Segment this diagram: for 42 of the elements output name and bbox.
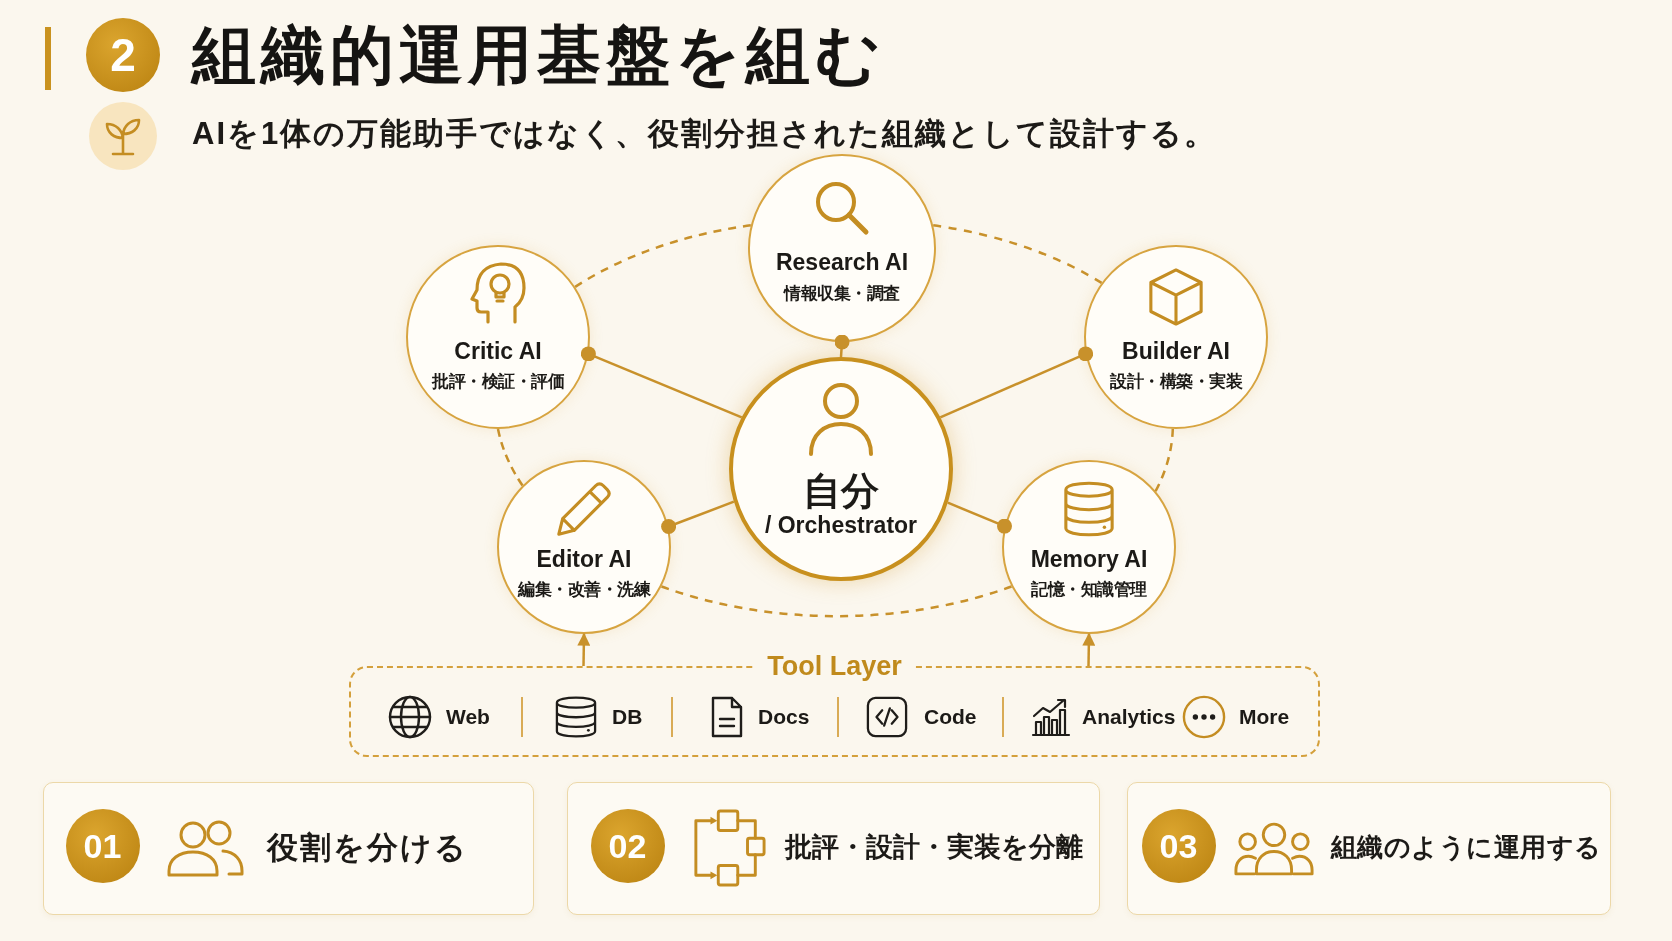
arrow <box>1082 632 1096 667</box>
number-badge: 2 <box>86 18 160 92</box>
tool-label: Web <box>446 704 490 730</box>
dashed-connector <box>574 224 751 288</box>
card-text: 役割を分ける <box>266 829 468 867</box>
number-badge: 03 <box>1141 808 1216 883</box>
role-title: Builder AI <box>1122 338 1230 366</box>
page-title: 組織的運用基盤を組む <box>192 17 886 93</box>
role-title: Critic AI <box>454 338 542 366</box>
connector-line <box>939 346 1094 419</box>
role-title: Editor AI <box>536 546 632 574</box>
subtitle: AIを1体の万能助手ではなく、役割分担された組織として設計する。 <box>192 115 1218 153</box>
arrow <box>577 632 591 667</box>
role-title: Research AI <box>775 249 909 277</box>
summary-card <box>43 782 534 915</box>
connector-line <box>834 334 850 358</box>
number-badge: 01 <box>65 808 140 883</box>
tool-label: Analytics <box>1082 704 1176 730</box>
role-subtitle: 設計・構築・実装 <box>1110 371 1242 393</box>
role-subtitle: / Orchestrator <box>764 512 918 540</box>
card-text: 組織のように運用する <box>1330 832 1602 864</box>
dashed-connector <box>1154 428 1175 492</box>
tool-label: DB <box>612 704 643 730</box>
card-text: 批評・設計・実装を分離 <box>784 832 1083 864</box>
role-subtitle: 情報収集・調査 <box>784 283 900 305</box>
summary-card <box>1127 782 1611 915</box>
tool-label: Docs <box>758 704 810 730</box>
role-title: 自分 <box>803 469 879 515</box>
role-subtitle: 記憶・知識管理 <box>1031 579 1147 601</box>
role-subtitle: 批評・検証・評価 <box>432 371 564 393</box>
dashed-connector <box>496 428 524 487</box>
connector-line <box>947 501 1012 534</box>
number-badge: 02 <box>590 808 665 883</box>
connector-line <box>661 500 735 534</box>
tool-label: Code <box>924 704 977 730</box>
dashed-connector <box>661 585 1012 618</box>
tool-label: More <box>1239 704 1290 730</box>
role-title: Memory AI <box>1030 546 1148 574</box>
dashed-connector <box>933 224 1103 284</box>
summary-card <box>567 782 1100 915</box>
connector-line <box>580 346 743 419</box>
role-subtitle: 編集・改善・洗練 <box>518 579 650 601</box>
